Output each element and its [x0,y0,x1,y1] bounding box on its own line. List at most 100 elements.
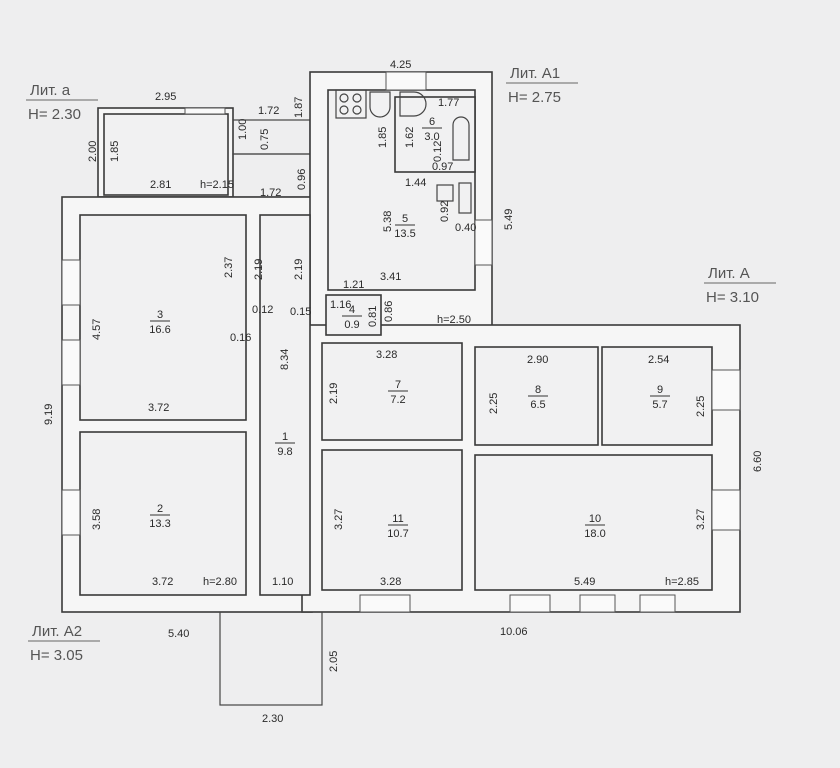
room-area: 9.8 [277,446,292,458]
dimension-label: 9.19 [43,404,55,425]
bathtub-icon [452,116,470,161]
room-number: 3 [157,309,163,321]
room-area: 16.6 [149,324,170,336]
dimension-label: 5.40 [168,628,189,640]
window [61,259,81,306]
window [474,219,493,266]
dimension-label: 2.95 [155,91,176,103]
dimension-label: 1.16 [330,299,351,311]
litera-height: H= 3.10 [706,289,759,306]
dimension-label: 1.87 [293,97,305,118]
window [61,489,81,536]
dimension-label: 1.72 [258,105,279,117]
room-4 [325,294,382,336]
room-number: 7 [395,379,401,391]
dimension-label: 5.49 [574,576,595,588]
heater-icon [458,182,472,214]
dimension-label: 2.90 [527,354,548,366]
room-area: 7.2 [390,394,405,406]
dimension-label: 3.58 [91,509,103,530]
dimension-label: 2.37 [223,257,235,278]
annex-a-room [103,113,229,196]
window [359,594,411,613]
room-area: 13.3 [149,518,170,530]
dimension-label: 2.19 [328,383,340,404]
dimension-label: 1.10 [272,576,293,588]
room-11 [321,449,463,591]
dimension-label: 8.34 [279,349,291,370]
litera-name: Лит. А [708,265,750,282]
boiler-icon [436,184,454,202]
litera-name: Лит. А2 [32,623,82,640]
dimension-label: 1.72 [260,187,281,199]
dimension-label: 2.30 [262,713,283,725]
window [385,71,427,91]
room-number: 9 [657,384,663,396]
litera-height: H= 2.75 [508,89,561,106]
sink-icon [369,91,391,118]
room-number: 6 [429,116,435,128]
burner [339,93,349,103]
dimension-label: 3.27 [695,509,707,530]
dimension-label: 3.27 [333,509,345,530]
walls [61,71,741,706]
burner [352,93,362,103]
room-area: 3.0 [424,131,439,143]
room-number: 5 [402,213,408,225]
dimension-label: 4.57 [91,319,103,340]
window [509,594,551,613]
window [639,594,676,613]
dimension-label: h=2.80 [203,576,237,588]
dimension-label: h=2.15 [200,179,234,191]
room-3 [79,214,247,421]
dimension-label: 1.21 [343,279,364,291]
room-labels: 19.8213.3316.640.9513.563.077.286.595.71… [149,116,670,540]
room-number: 11 [392,513,403,525]
room-10 [474,454,713,591]
dimension-label: 1.44 [405,177,426,189]
dimension-label: 0.97 [432,161,453,173]
windows [61,71,741,613]
dimension-label: 10.06 [500,626,528,638]
dimension-label: 0.15 [290,306,311,318]
dimension-label: 0.96 [296,169,308,190]
dimension-label: h=2.85 [665,576,699,588]
dimension-label: 1.85 [377,127,389,148]
room-area: 10.7 [387,528,408,540]
room-2 [79,431,247,596]
litera-height: H= 3.05 [30,647,83,664]
dimension-label: 0.12 [252,304,273,316]
dimension-label: 0.81 [367,306,379,327]
room-number: 2 [157,503,163,515]
dimension-label: 3.28 [380,576,401,588]
room-number: 8 [535,384,541,396]
window [711,369,741,411]
dimension-label: 2.19 [293,259,305,280]
dimension-label: 5.38 [382,211,394,232]
dimension-label: 2.25 [488,393,500,414]
dimension-label: 6.60 [752,451,764,472]
dimension-label: 0.92 [439,201,451,222]
dimension-label: 0.16 [230,332,251,344]
dimension-label: 0.86 [383,301,395,322]
window [184,107,226,115]
dimension-label: 1.77 [438,97,459,109]
litera-name: Лит. А1 [510,65,560,82]
room-area: 0.9 [344,319,359,331]
litera-height: H= 2.30 [28,106,81,123]
dimension-label: 2.25 [695,396,707,417]
dimension-label: 3.28 [376,349,397,361]
dimension-label: 0.75 [259,129,271,150]
burner [352,105,362,115]
dimension-label: 3.41 [380,271,401,283]
dimension-label: 4.25 [390,59,411,71]
dimension-label: 2.19 [253,259,265,280]
fixtures [335,89,472,214]
dimension-label: 3.72 [148,402,169,414]
room-number: 4 [349,304,355,316]
dimension-label: 2.81 [150,179,171,191]
litera-name: Лит. а [30,82,71,99]
porch-outline [219,611,323,706]
